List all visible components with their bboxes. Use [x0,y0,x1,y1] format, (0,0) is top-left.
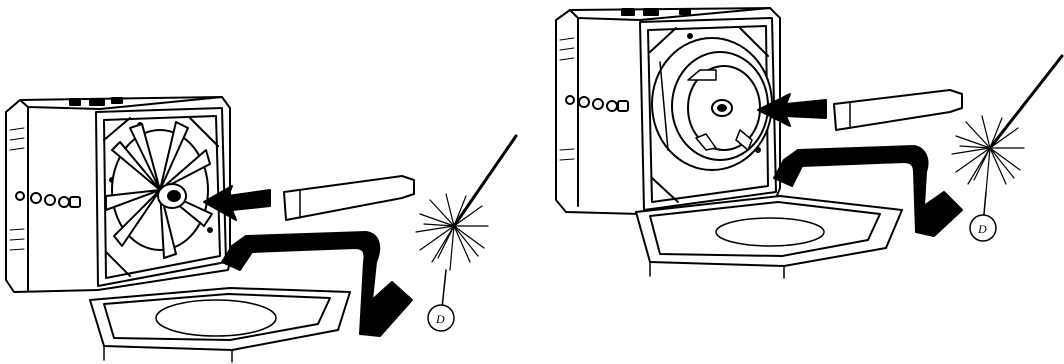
callout-d: D [428,305,454,331]
vacuum-nozzle [284,176,414,220]
figure-drum: D [556,8,1062,278]
figure-fan-wheel: D [6,97,516,362]
vacuum-nozzle [834,90,962,130]
callout-d: D [970,215,996,241]
cleaning-brush [416,136,516,308]
drum [652,38,772,170]
callout-label: D [977,222,987,236]
open-bottom-lid [90,288,350,362]
cleaning-brush [952,56,1062,214]
open-bottom-lid [636,196,902,278]
callout-label: D [435,312,445,326]
